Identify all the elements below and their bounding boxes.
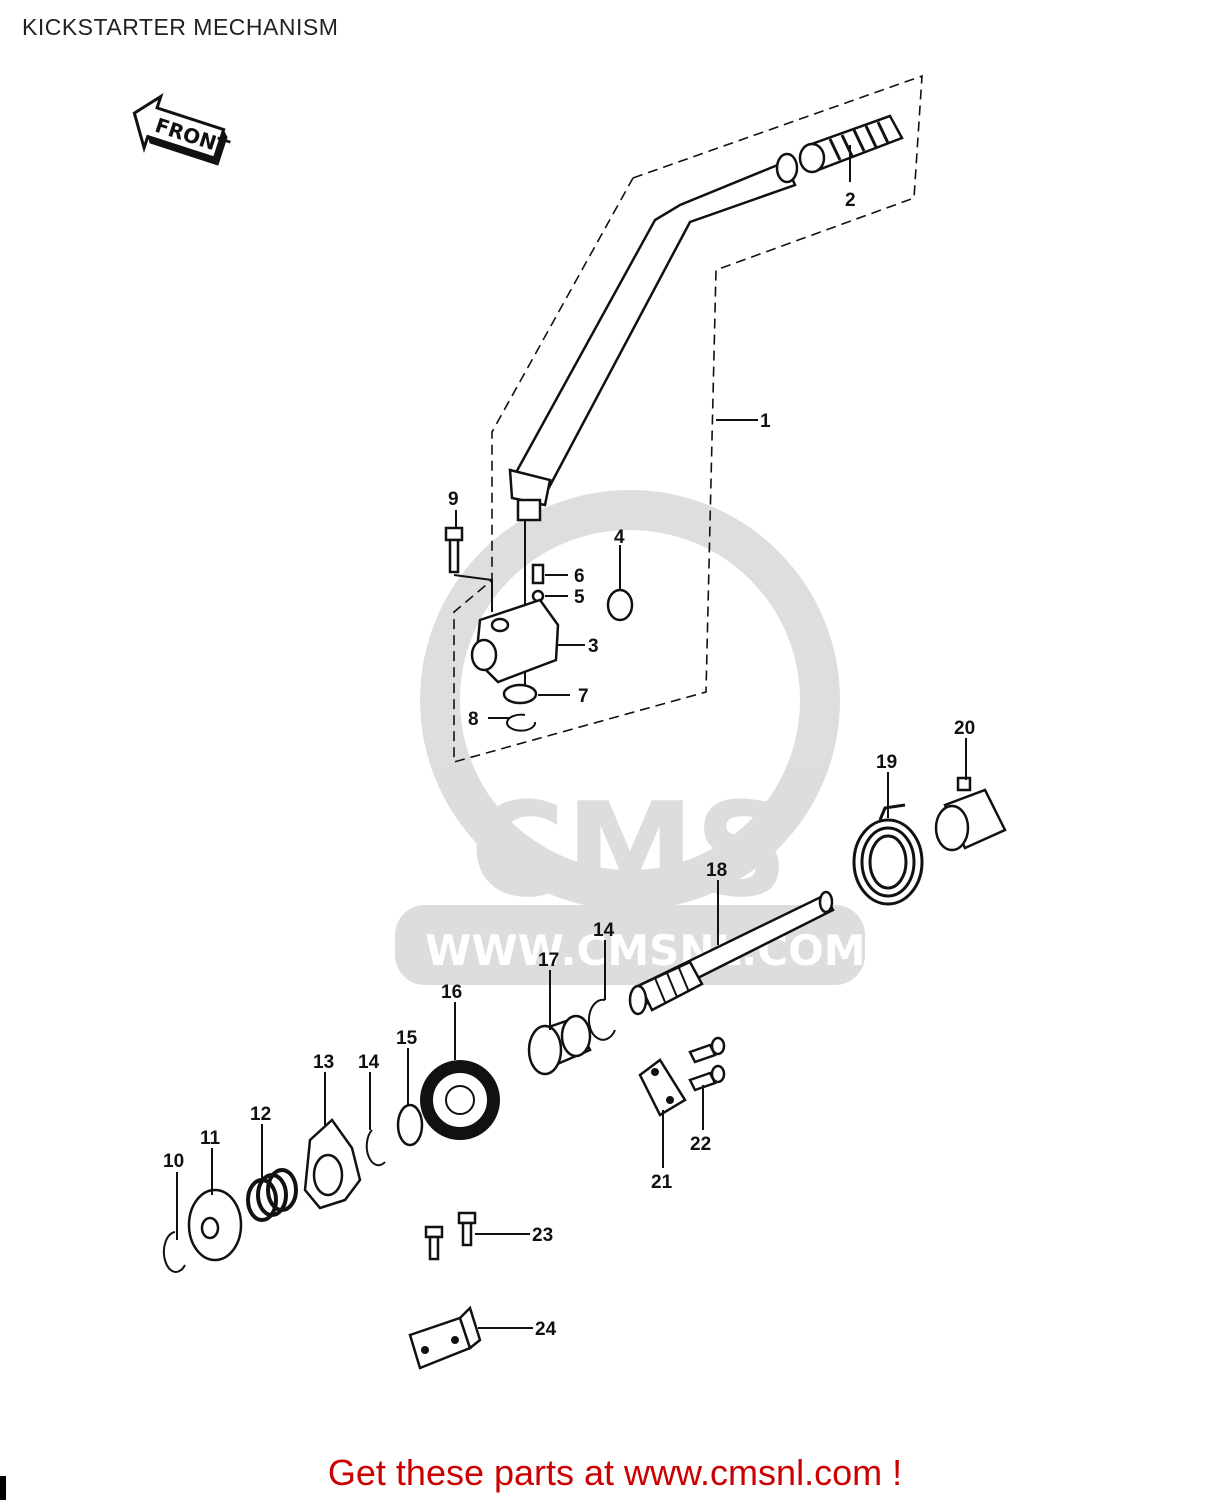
spring-12 [246,1168,298,1222]
callout-12: 12 [250,1104,271,1125]
callout-leaders [176,145,967,1329]
return-spring-19 [852,803,924,906]
washer-11 [187,1188,243,1262]
callout-20: 20 [954,718,975,739]
kick-boss [470,598,560,684]
spring-guide-20 [934,776,1007,852]
bushing-17 [527,1014,592,1076]
ratchet-13 [303,1118,362,1210]
spring-6 [531,563,545,585]
callout-11: 11 [200,1128,221,1149]
bolt-9 [444,526,464,574]
callout-5: 5 [574,587,585,608]
callout-2: 2 [845,190,856,211]
callout-23: 23 [532,1225,553,1246]
bolt-9-guide [453,574,493,612]
callout-14-right: 14 [593,920,615,941]
callout-7: 7 [578,686,589,707]
callout-13: 13 [313,1052,334,1073]
shop-link[interactable]: Get these parts at www.cmsnl.com ! [327,1452,903,1493]
callout-17: 17 [538,950,559,971]
callout-3: 3 [588,636,599,657]
watermark-logo-text: CMS [470,774,788,926]
corner-mark [0,1476,6,1500]
callout-18: 18 [706,860,727,881]
callout-labels: 1 2 3 4 5 6 7 8 9 10 11 12 13 14 14 15 1… [163,190,975,1340]
kick-gear-16 [420,1060,500,1140]
callout-19: 19 [876,752,897,773]
footer-cta: Get these parts at www.cmsnl.com ! [0,1452,1230,1494]
washer-15 [396,1103,424,1147]
watermark-logo: CMS WWW.CMSNL.COM [395,490,866,985]
callout-24: 24 [535,1319,557,1340]
circlip-14-left [365,1129,386,1167]
watermark-url-text: WWW.CMSNL.COM [425,926,866,975]
screws-23 [424,1211,477,1261]
front-arrow-icon: FRONT [132,93,233,166]
bracket-24 [408,1305,482,1370]
callout-6: 6 [574,566,585,587]
kick-lever [508,152,799,522]
page-title: KICKSTARTER MECHANISM [22,14,339,40]
callout-15: 15 [396,1028,418,1049]
callout-8: 8 [468,709,479,730]
callout-9: 9 [448,489,459,510]
callout-22: 22 [690,1134,711,1155]
kickstarter-shaft-18 [628,890,835,1016]
cap-4 [606,588,634,622]
callout-10: 10 [163,1151,184,1172]
circlip-10 [162,1231,186,1273]
callout-16: 16 [441,982,462,1003]
plate-21 [638,1058,687,1117]
lever-assembly-outline [453,74,923,764]
callout-21: 21 [651,1172,673,1193]
circlip-14-right [588,998,616,1041]
callout-4: 4 [614,527,625,548]
callout-14-left: 14 [358,1052,380,1073]
circlip-8 [506,713,537,732]
washer-7 [502,683,538,705]
bolts-22 [688,1036,726,1092]
callout-1: 1 [760,411,771,432]
